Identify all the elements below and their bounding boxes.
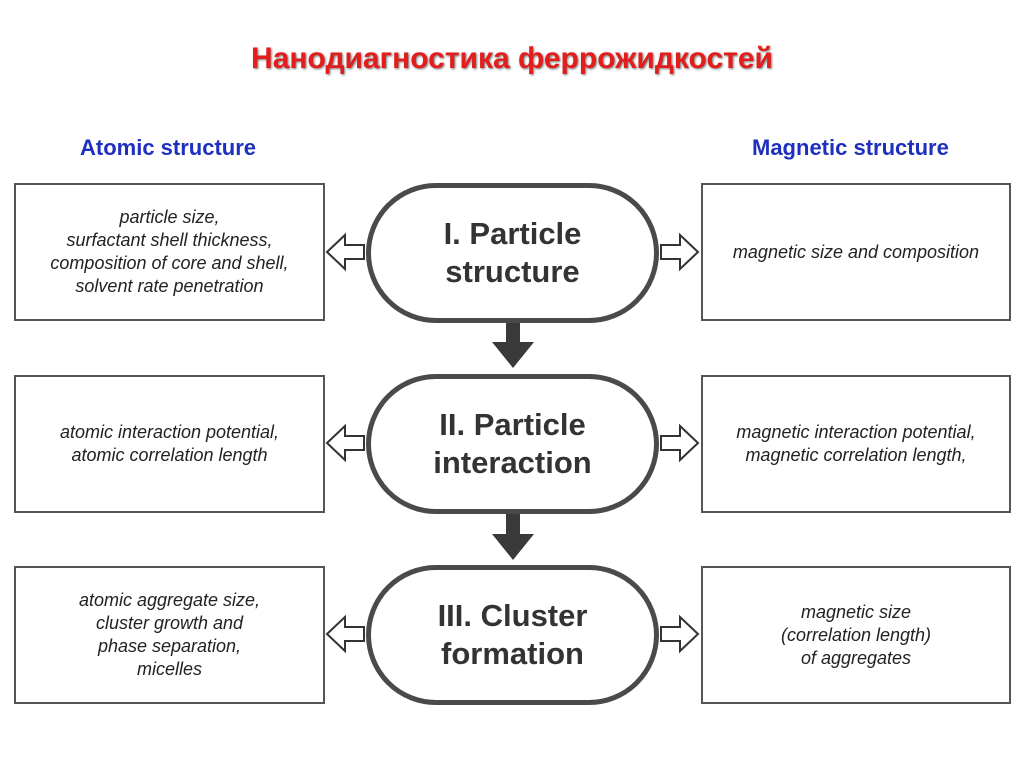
right-arrow-2 <box>660 423 700 463</box>
magnetic-box-particle-interaction: magnetic interaction potential, magnetic… <box>701 375 1011 513</box>
stage-particle-structure: I. Particle structure <box>366 183 659 323</box>
down-arrow-2-3 <box>492 514 534 560</box>
atomic-box-particle-interaction: atomic interaction potential, atomic cor… <box>14 375 325 513</box>
magnetic-structure-header: Magnetic structure <box>752 135 949 160</box>
stage-cluster-formation: III. Cluster formation <box>366 565 659 705</box>
left-arrow-3 <box>325 614 365 654</box>
atomic-box-particle-structure: particle size, surfactant shell thicknes… <box>14 183 325 321</box>
right-arrow-1 <box>660 232 700 272</box>
magnetic-box-particle-structure: magnetic size and composition <box>701 183 1011 321</box>
stage-particle-interaction: II. Particle interaction <box>366 374 659 514</box>
right-arrow-3 <box>660 614 700 654</box>
down-arrow-1-2 <box>492 322 534 368</box>
left-arrow-2 <box>325 423 365 463</box>
atomic-structure-header: Atomic structure <box>80 135 257 160</box>
magnetic-box-cluster-formation: magnetic size (correlation length) of ag… <box>701 566 1011 704</box>
left-arrow-1 <box>325 232 365 272</box>
atomic-box-cluster-formation: atomic aggregate size, cluster growth an… <box>14 566 325 704</box>
slide-title: Нанодиагностика феррожидкостей <box>251 42 773 75</box>
